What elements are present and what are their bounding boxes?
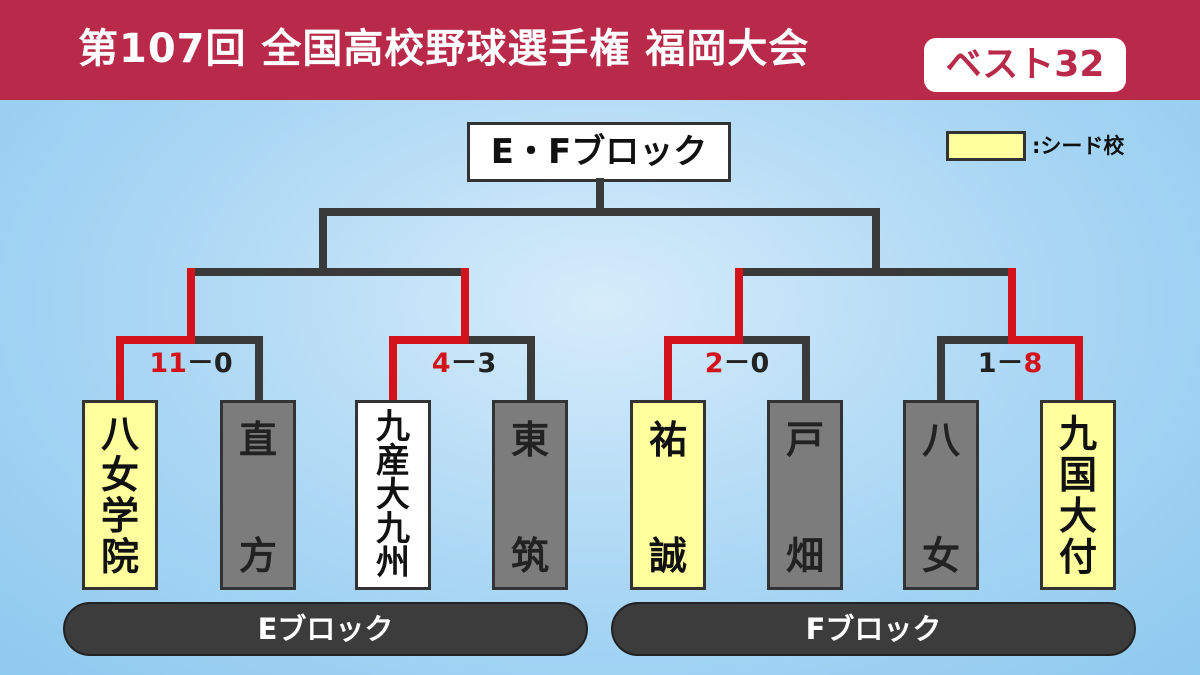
score-a: 2 <box>704 348 724 379</box>
bracket-line-loser-2 <box>461 336 535 404</box>
score-dash: － <box>723 348 751 379</box>
bracket-line-winner-3 <box>664 268 743 404</box>
team-kyusandai-kyushu: 九産大九州 <box>355 400 431 590</box>
seed-legend-swatch <box>946 131 1026 161</box>
score-dash: － <box>996 348 1024 379</box>
score-dash: － <box>450 348 478 379</box>
score-a: 4 <box>431 348 451 379</box>
bracket-line-winner-1 <box>116 268 195 404</box>
team-tobata: 戸畑 <box>767 400 843 590</box>
seed-legend-label: :シード校 <box>1032 134 1125 158</box>
score-dash: － <box>186 348 214 379</box>
round-badge: ベスト32 <box>924 38 1126 92</box>
bracket-line-winner-2 <box>389 268 469 404</box>
score-match-2: 4－3 <box>404 348 524 380</box>
score-a: 11 <box>149 348 187 379</box>
team-kyukokudai-fuzoku: 九国大付 <box>1040 400 1116 590</box>
score-b: 3 <box>477 348 497 379</box>
score-b: 0 <box>750 348 770 379</box>
bracket-line-loser-4 <box>937 336 1016 404</box>
bracket-line-loser-3 <box>735 336 810 404</box>
score-match-1: 11－0 <box>131 348 251 380</box>
score-a: 1 <box>977 348 997 379</box>
bracket-line-loser-1 <box>187 336 263 404</box>
team-tochiku: 東筑 <box>492 400 568 590</box>
block-f-label: Fブロック <box>611 602 1136 656</box>
team-yame-gakuin: 八女学院 <box>82 400 158 590</box>
score-b: 0 <box>213 348 233 379</box>
header-banner: 第107回 全国高校野球選手権 福岡大会 ベスト32 <box>0 0 1200 100</box>
score-match-4: 1－8 <box>950 348 1070 380</box>
bracket-line-winner-4 <box>1008 268 1083 404</box>
tournament-title: 第107回 全国高校野球選手権 福岡大会 <box>78 26 810 72</box>
score-match-3: 2－0 <box>677 348 797 380</box>
score-b: 8 <box>1023 348 1043 379</box>
team-nogata: 直方 <box>220 400 296 590</box>
team-yame: 八女 <box>903 400 979 590</box>
team-yusei: 祐誠 <box>630 400 706 590</box>
block-e-label: Eブロック <box>63 602 588 656</box>
block-title: E・Fブロック <box>467 122 731 182</box>
bracket-line-top <box>319 178 880 276</box>
